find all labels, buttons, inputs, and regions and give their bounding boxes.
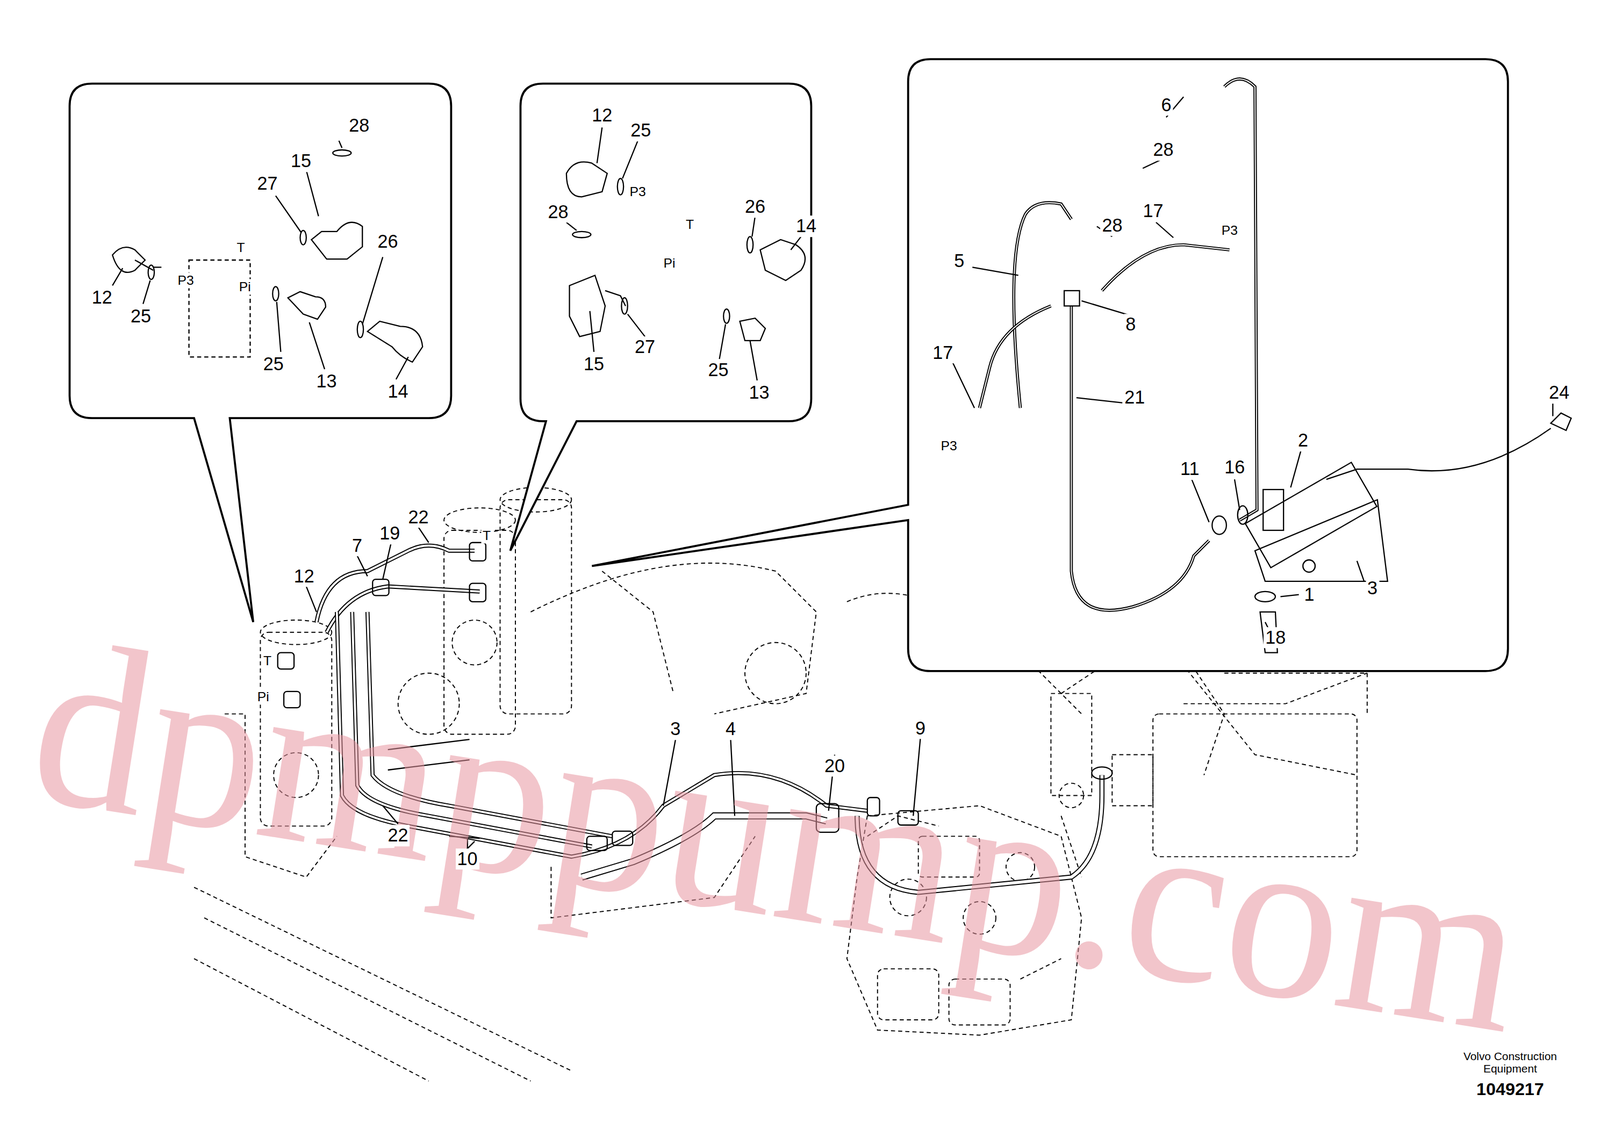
- callout-number: 25: [706, 359, 731, 382]
- callout-number: 28: [1151, 139, 1175, 161]
- port-label: Pi: [662, 255, 678, 271]
- callout-number: 18: [1263, 627, 1288, 649]
- port-label: Pi: [237, 278, 253, 295]
- watermark: dpmppump.com: [19, 601, 1538, 1071]
- callout-number: 10: [455, 848, 480, 871]
- callout-number: 24: [1547, 382, 1571, 404]
- callout-number: 12: [292, 565, 317, 588]
- callout-number: 11: [1178, 458, 1201, 481]
- callout-number: 22: [406, 506, 430, 529]
- callout-number: 27: [255, 173, 279, 195]
- callout-number: 15: [289, 150, 313, 172]
- callout-number: 3: [668, 719, 683, 741]
- port-label: T: [235, 240, 247, 256]
- callout-number: 8: [1123, 313, 1138, 336]
- port-label: T: [481, 527, 493, 544]
- port-label: T: [684, 216, 696, 233]
- port-label: P3: [175, 273, 196, 289]
- callout-number: 25: [261, 353, 286, 376]
- callout-number: 2: [1296, 429, 1310, 452]
- callout-number: 12: [90, 287, 114, 310]
- callout-number: 6: [1159, 94, 1174, 117]
- callout-number: 20: [822, 755, 847, 778]
- callout-number: 14: [794, 216, 819, 238]
- callout-number: 26: [375, 231, 400, 253]
- callout-number: 28: [347, 115, 371, 137]
- port-label: T: [261, 653, 274, 670]
- callout-number: 4: [723, 719, 738, 741]
- port-label: P3: [628, 183, 648, 200]
- callout-number: 27: [633, 336, 657, 358]
- callout-number: 15: [582, 353, 606, 376]
- callout-number: 19: [377, 522, 402, 545]
- callout-number: 26: [743, 196, 767, 219]
- callout-number: 3: [1365, 578, 1380, 600]
- callout-number: 22: [385, 824, 410, 847]
- callout-number: 28: [546, 201, 571, 224]
- callout-number: 17: [930, 342, 955, 364]
- port-label: P3: [1220, 223, 1240, 239]
- drawing-number: 1049217: [1474, 1079, 1546, 1101]
- callout-number: 28: [1100, 214, 1124, 237]
- callout-number: 14: [385, 381, 410, 403]
- port-label: Pi: [255, 689, 271, 705]
- callout-number: 1: [1302, 584, 1316, 606]
- maker-name: Volvo Construction Equipment: [1444, 1050, 1576, 1076]
- callout-number: 5: [952, 250, 966, 272]
- callout-number: 21: [1122, 387, 1147, 410]
- callout-number: 12: [590, 104, 614, 127]
- callout-number: 25: [128, 305, 153, 328]
- callout-number: 16: [1222, 456, 1247, 479]
- port-label: P3: [939, 438, 959, 454]
- callout-number: 17: [1141, 200, 1165, 222]
- callout-number: 9: [913, 718, 928, 740]
- callout-number: 25: [628, 119, 653, 142]
- callout-number: 13: [747, 382, 772, 404]
- callout-number: 13: [314, 370, 339, 393]
- callout-number: 7: [350, 535, 364, 557]
